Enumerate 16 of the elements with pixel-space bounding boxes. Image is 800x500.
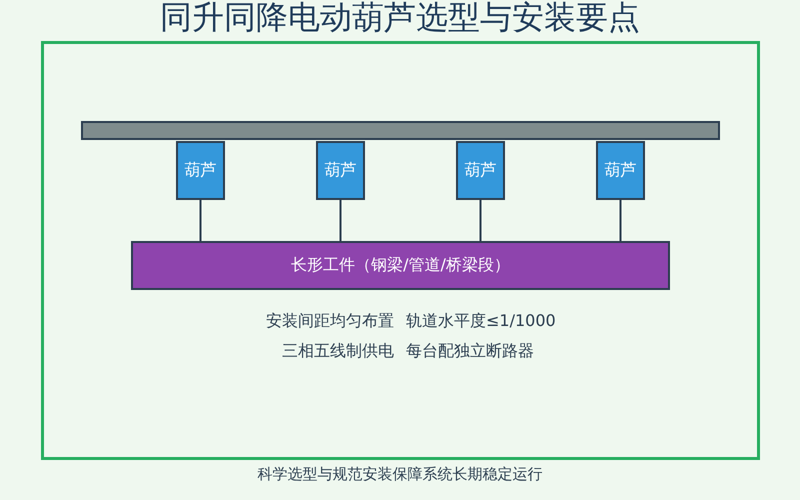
connector-line [480, 200, 482, 241]
connector-line [200, 200, 202, 241]
hoist-box: 葫芦 [456, 141, 505, 200]
connector-line [620, 200, 622, 241]
workpiece-box: 长形工件（钢梁/管道/桥梁段） [131, 241, 670, 290]
note-text: 安装间距均匀布置 [266, 310, 394, 332]
hoist-box: 葫芦 [176, 141, 225, 200]
note-text: 轨道水平度≤1/1000 [406, 310, 556, 332]
connector-line [340, 200, 342, 241]
hoist-box: 葫芦 [596, 141, 645, 200]
note-text: 每台配独立断路器 [406, 340, 534, 362]
rail-bar [81, 121, 720, 140]
caption: 科学选型与规范安装保障系统长期稳定运行 [256, 464, 544, 484]
hoist-box: 葫芦 [316, 141, 365, 200]
title: 同升同降电动葫芦选型与安装要点 [159, 0, 641, 38]
note-text: 三相五线制供电 [282, 340, 394, 362]
